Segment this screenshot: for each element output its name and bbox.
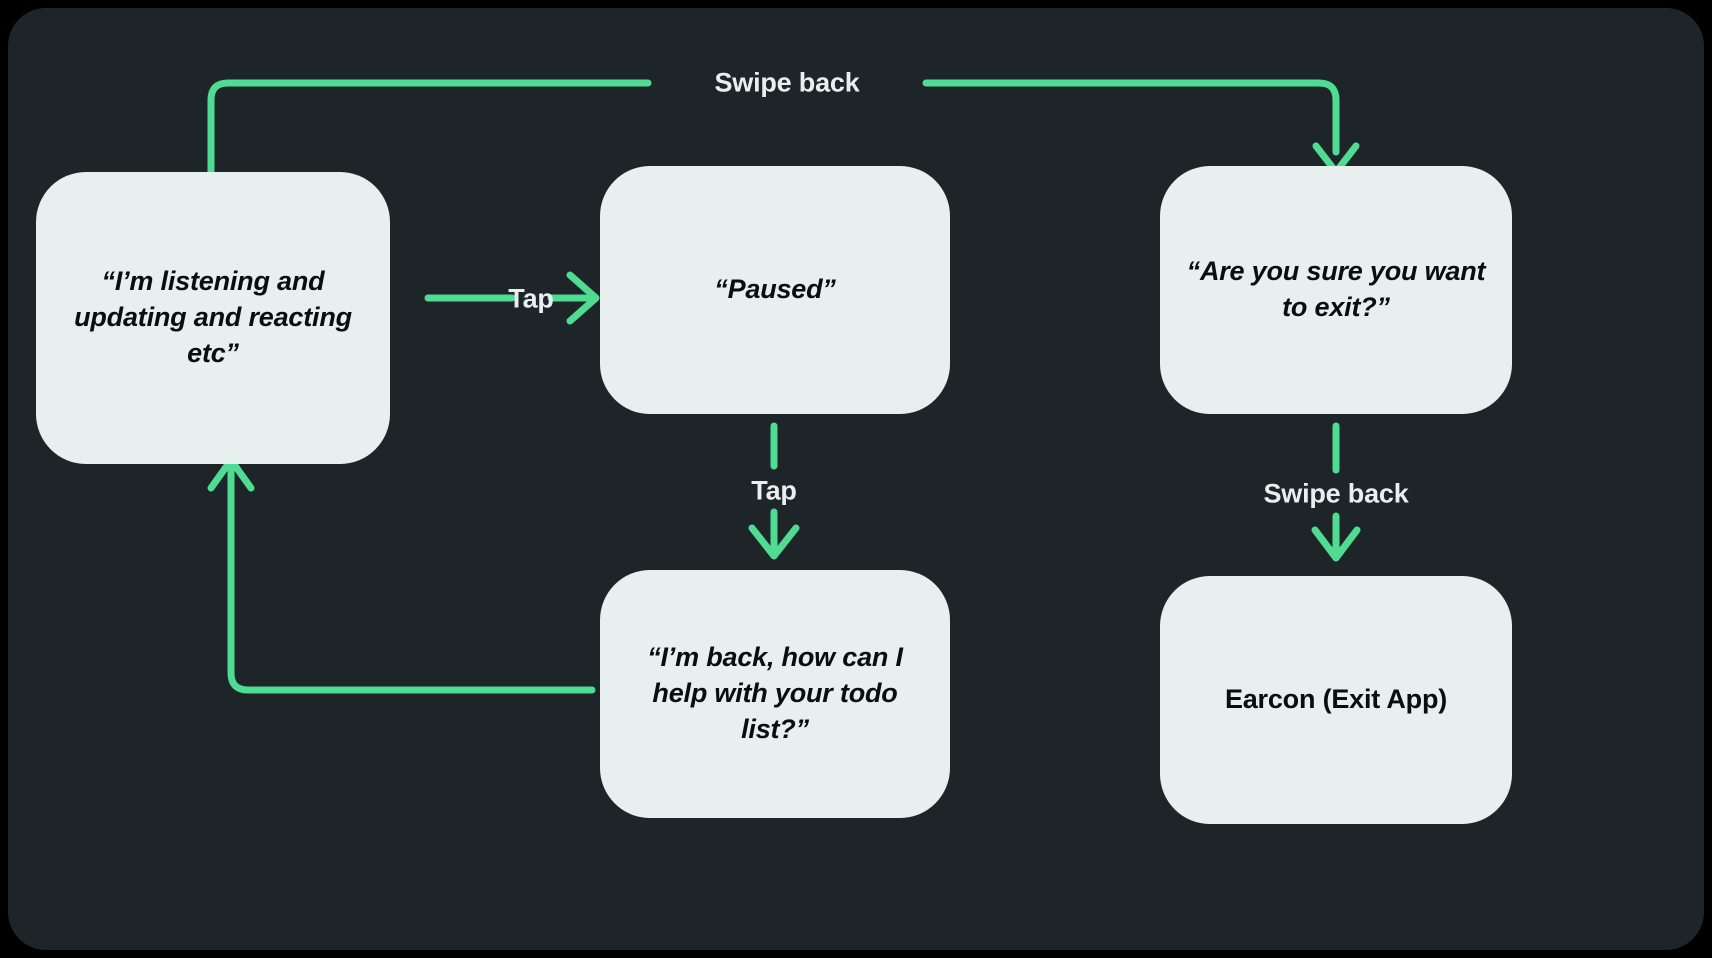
edge-listening-to-confirm-left [207, 79, 652, 176]
edge-listening-to-confirm-right [922, 79, 1340, 156]
node-paused-label: “Paused” [714, 274, 836, 305]
edge-listening-to-paused-arrowhead [566, 271, 600, 325]
node-back[interactable]: “I’m back, how can I help with your todo… [600, 570, 950, 818]
node-paused[interactable]: “Paused” [600, 166, 950, 414]
node-earcon-label: Earcon (Exit App) [1224, 684, 1448, 715]
node-confirm-exit-label: “Are you sure you want to exit?” [1186, 256, 1486, 322]
node-listening-label: “I’m listening and updating and reacting… [74, 266, 352, 368]
node-confirm-exit[interactable]: “Are you sure you want to exit?” [1160, 166, 1512, 414]
edge-label-swipe-back-right: Swipe back [1263, 478, 1409, 509]
edge-label-swipe-back-top: Swipe back [714, 67, 860, 98]
edge-paused-to-back-arrowhead [748, 524, 800, 560]
edge-label-tap-horizontal: Tap [508, 283, 554, 314]
node-back-label: “I’m back, how can I help with your todo… [647, 642, 903, 744]
node-listening[interactable]: “I’m listening and updating and reacting… [36, 172, 390, 464]
edge-label-tap-vertical: Tap [751, 475, 797, 506]
edge-confirm-to-earcon-arrowhead [1311, 526, 1361, 562]
edge-back-to-listening [227, 458, 596, 694]
node-earcon[interactable]: Earcon (Exit App) [1160, 576, 1512, 824]
